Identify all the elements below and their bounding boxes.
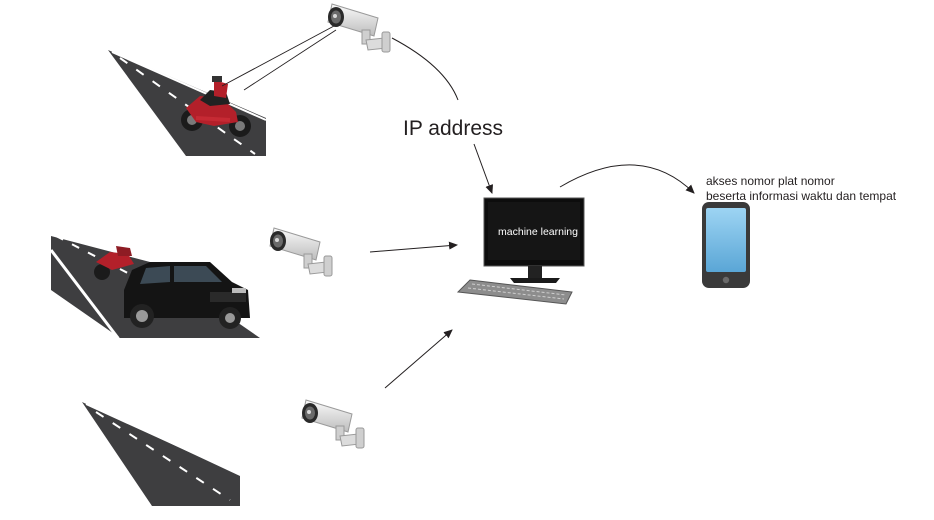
arrow-computer-to-phone xyxy=(559,164,695,194)
phone-caption-line1: akses nomor plat nomor xyxy=(706,174,835,188)
camera1-link xyxy=(391,37,459,101)
cctv-camera-icon xyxy=(269,227,333,277)
monitor-text: machine learning xyxy=(498,226,578,238)
cctv-camera-icon xyxy=(327,3,391,53)
camera-sightline xyxy=(221,25,335,87)
arrow-camera2-to-computer xyxy=(369,241,458,253)
arrow-camera3-to-computer xyxy=(384,329,453,389)
road-3 xyxy=(80,400,241,508)
motorcycle-icon xyxy=(94,246,134,280)
smartphone-icon xyxy=(702,202,750,288)
ip-address-label: IP address xyxy=(403,117,504,140)
road-1 xyxy=(106,48,267,157)
cctv-camera-icon xyxy=(301,399,365,449)
camera-sightline xyxy=(243,29,337,91)
arrow-ip-to-computer xyxy=(473,143,493,194)
desktop-computer-icon xyxy=(456,197,585,305)
motorcycle-icon xyxy=(181,76,251,137)
car-icon xyxy=(124,262,250,329)
phone-caption-line2: beserta informasi waktu dan tempat xyxy=(706,189,897,203)
